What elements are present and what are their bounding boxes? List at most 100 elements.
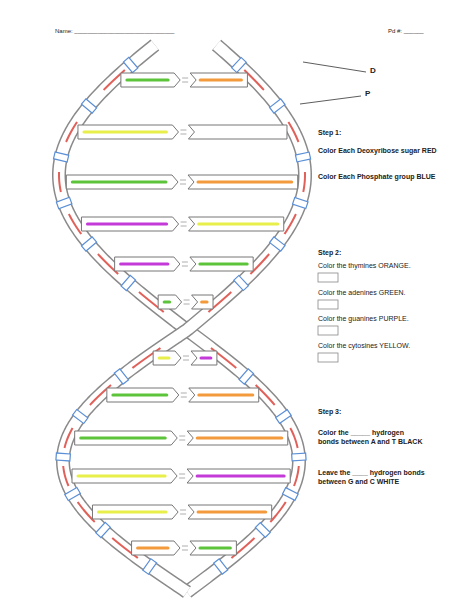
- phosphate-symbol: [56, 453, 70, 461]
- sugar-symbol: [303, 172, 305, 192]
- base-color-mark: [121, 263, 168, 266]
- base-symbol: [190, 541, 236, 555]
- hydrogen-bond: [182, 266, 188, 267]
- hydrogen-bond: [184, 304, 190, 305]
- sugars: [59, 70, 305, 558]
- phosphate-symbol: [54, 152, 69, 162]
- base-symbol: [92, 505, 178, 519]
- base-color-mark: [81, 437, 166, 440]
- base-color-mark: [84, 131, 167, 134]
- base-color-mark: [200, 263, 247, 266]
- instruction: Color the _____ hydrogen bonds between A…: [318, 428, 426, 446]
- backbone: [59, 45, 305, 592]
- backbone-outline: [59, 45, 299, 592]
- hydrogen-bond: [182, 546, 188, 547]
- hydrogen-bond: [182, 262, 188, 263]
- base-symbol: [187, 431, 288, 445]
- callout-letter: P: [365, 89, 377, 99]
- base-color-mark: [198, 511, 266, 514]
- base-color-mark: [98, 511, 166, 514]
- period-field: Pd #: ______: [388, 28, 464, 36]
- hydrogen-bond: [180, 184, 186, 185]
- base-color-mark: [159, 357, 169, 360]
- instruction: Leave the ____ hydrogen bonds between G …: [318, 468, 426, 486]
- leader-line: [303, 62, 366, 72]
- base-symbol: [188, 505, 272, 519]
- phosphate-symbol: [293, 197, 308, 208]
- answer-box: [318, 273, 338, 282]
- hydrogen-bond: [179, 478, 185, 479]
- phosphate-symbol: [255, 523, 270, 538]
- backbone-band: [63, 45, 305, 592]
- phosphate-symbol: [239, 369, 253, 384]
- hydrogen-bond: [180, 514, 186, 515]
- base-symbol: [153, 351, 181, 365]
- base-symbol: [190, 73, 247, 87]
- leader-line: [300, 96, 361, 104]
- phosphate-symbol: [81, 237, 96, 251]
- base-color-mark: [78, 475, 165, 478]
- hydrogen-bond: [181, 222, 187, 223]
- phosphate-groups: [54, 57, 311, 574]
- sugar-symbol: [285, 214, 296, 234]
- phosphate-symbol: [270, 99, 285, 113]
- base-pairs: [66, 73, 297, 555]
- base-symbol: [191, 351, 217, 365]
- answer-box: [318, 353, 338, 362]
- hydrogen-bond: [184, 300, 190, 301]
- sugar-symbol: [63, 466, 68, 486]
- base-color-mark: [200, 547, 230, 550]
- base-symbol: [75, 431, 178, 445]
- base-color-mark: [72, 181, 166, 184]
- phosphate-symbol: [270, 237, 285, 251]
- phosphate-symbol: [234, 276, 249, 291]
- leader-lines: [300, 62, 366, 104]
- phosphate-symbol: [56, 197, 72, 208]
- base-symbol: [188, 175, 298, 189]
- phosphate-symbol: [214, 559, 228, 574]
- phosphate-symbol: [292, 453, 306, 461]
- step-heading: Step 1:: [318, 128, 448, 137]
- hydrogen-bond: [179, 436, 185, 437]
- phosphate-symbol: [143, 559, 157, 574]
- base-color-mark: [197, 475, 284, 478]
- instruction: Color the thymines ORANGE.: [318, 261, 463, 270]
- base-symbol: [72, 469, 177, 483]
- instruction: Color the guanines PURPLE.: [318, 314, 463, 323]
- phosphate-symbol: [73, 409, 88, 423]
- hydrogen-bond: [182, 82, 188, 83]
- base-symbol: [66, 175, 178, 189]
- sugar-symbol: [59, 172, 61, 192]
- hydrogen-bond: [180, 510, 186, 511]
- callout-letter: D: [370, 66, 382, 76]
- base-color-mark: [201, 357, 211, 360]
- instruction: Color Each Phosphate group BLUE: [318, 172, 440, 181]
- base-symbol: [81, 217, 178, 231]
- step-heading: Step 2:: [318, 248, 448, 257]
- hydrogen-bond: [180, 180, 186, 181]
- phosphate-symbol: [114, 369, 128, 384]
- phosphate-symbol: [96, 522, 111, 537]
- base-symbol: [188, 125, 287, 139]
- base-symbol: [158, 295, 181, 309]
- base-symbol: [190, 257, 253, 271]
- hydrogen-bond: [182, 550, 188, 551]
- base-color-mark: [199, 394, 253, 397]
- base-color-mark: [202, 301, 207, 304]
- hydrogen-bond: [180, 134, 186, 135]
- base-color-mark: [138, 547, 168, 550]
- hydrogen-bond: [179, 474, 185, 475]
- phosphate-symbol: [81, 99, 96, 113]
- backbone-band: [59, 45, 299, 592]
- sugar-symbol: [69, 214, 81, 234]
- instruction: Color the adenines GREEN.: [318, 288, 463, 297]
- sugar-symbol: [270, 502, 285, 522]
- base-color-mark: [87, 223, 166, 226]
- base-symbol: [107, 388, 179, 402]
- hydrogen-bond: [179, 440, 185, 441]
- base-symbol: [187, 469, 290, 483]
- hydrogen-bond: [182, 78, 188, 79]
- instruction: Color Each Deoxyribose sugar RED: [318, 146, 440, 155]
- answer-box: [318, 326, 338, 335]
